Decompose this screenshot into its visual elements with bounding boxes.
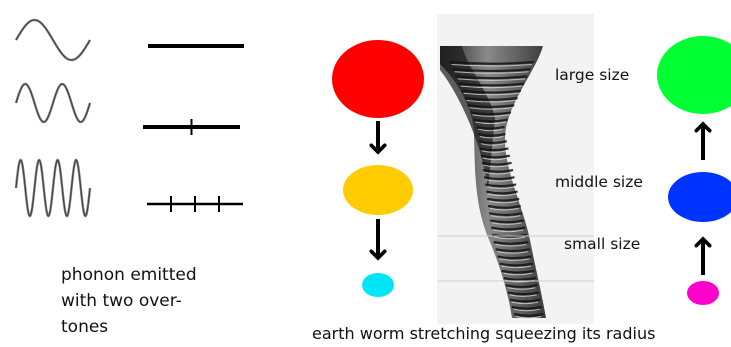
phonon-caption: phonon emitted with two over- tones — [61, 262, 231, 340]
phonon-caption-line: phonon emitted — [61, 262, 231, 288]
small-circle — [687, 281, 719, 305]
large-size-label: large size — [555, 66, 629, 84]
phonon-caption-line: tones — [61, 314, 231, 340]
worm-caption: earth worm stretching squeezing its radi… — [312, 324, 655, 343]
middle-circle — [343, 165, 413, 215]
phonon-caption-line: with two over- — [61, 288, 231, 314]
middle-size-label: middle size — [555, 173, 643, 191]
right-circle-sequence — [657, 36, 731, 305]
sine-wave-core — [16, 84, 90, 122]
large-circle — [657, 36, 731, 114]
small-circle — [362, 273, 394, 297]
large-circle — [332, 40, 424, 118]
sine-wave-core — [16, 160, 90, 216]
small-size-label: small size — [564, 235, 640, 253]
wave-diagrams — [16, 20, 90, 216]
sine-wave-core — [16, 20, 90, 60]
earthworm-photo — [437, 14, 594, 324]
vibrating-string-modes — [143, 46, 244, 212]
middle-circle — [668, 172, 731, 222]
left-circle-sequence — [332, 40, 424, 297]
